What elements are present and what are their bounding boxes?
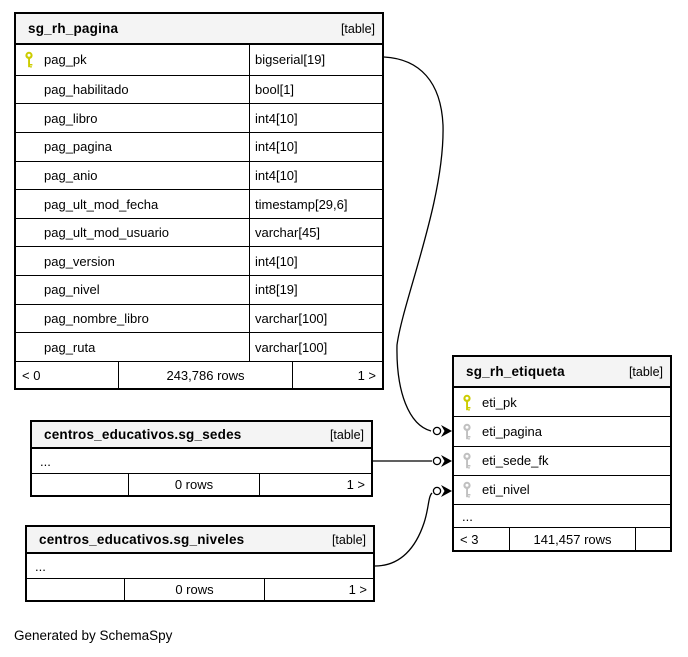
table-footer: 0 rows 1 > xyxy=(32,474,371,495)
table-header[interactable]: centros_educativos.sg_niveles [table] xyxy=(27,527,373,554)
collapsed-columns-row: ... xyxy=(27,554,373,579)
column-row[interactable]: pag_habilitado bool[1] xyxy=(16,75,382,105)
column-row[interactable]: pag_nombre_libro varchar[100] xyxy=(16,304,382,334)
column-name: pag_pk xyxy=(44,52,87,68)
footer-children-count xyxy=(32,474,128,495)
column-name: pag_nivel xyxy=(44,282,100,298)
column-type: varchar[100] xyxy=(249,304,382,333)
column-name: pag_nombre_libro xyxy=(44,311,149,327)
column-row[interactable]: eti_pk xyxy=(454,388,670,418)
column-name: eti_pk xyxy=(482,394,517,410)
column-name: pag_ult_mod_usuario xyxy=(44,225,170,241)
primary-key-icon xyxy=(463,394,471,411)
table-node-sg-niveles[interactable]: centros_educativos.sg_niveles [table] ..… xyxy=(25,525,375,602)
table-footer: < 0 243,786 rows 1 > xyxy=(16,362,382,389)
collapsed-columns-row: ... xyxy=(454,505,670,528)
footer-row-count: 0 rows xyxy=(124,579,264,600)
table-badge: [table] xyxy=(331,532,366,547)
primary-key-icon xyxy=(25,52,33,68)
footer-row-count: 141,457 rows xyxy=(509,528,635,550)
column-type: timestamp[29,6] xyxy=(249,190,382,218)
foreign-key-icon xyxy=(463,482,471,498)
zero-cardinality-circle xyxy=(432,456,442,466)
collapsed-columns-row: ... xyxy=(32,449,371,474)
column-type: int4[10] xyxy=(249,247,382,276)
table-title: sg_rh_etiqueta xyxy=(466,364,565,379)
column-row[interactable]: pag_ult_mod_usuario varchar[45] xyxy=(16,218,382,248)
column-type: int4[10] xyxy=(249,161,382,190)
zero-cardinality-circle xyxy=(432,426,442,436)
arrowhead xyxy=(441,455,452,467)
table-badge: [table] xyxy=(628,364,663,379)
column-name: pag_pagina xyxy=(44,139,112,155)
column-row[interactable]: pag_version int4[10] xyxy=(16,247,382,277)
column-name: pag_anio xyxy=(44,167,98,183)
table-header[interactable]: centros_educativos.sg_sedes [table] xyxy=(32,422,371,449)
table-footer: < 3 141,457 rows xyxy=(454,528,670,550)
column-name: pag_version xyxy=(44,253,115,269)
footer-parents-count: 1 > xyxy=(264,579,373,600)
relationship-line-niveles-to-eti-nivel xyxy=(374,492,433,567)
column-type: varchar[100] xyxy=(249,333,382,362)
table-node-sg-sedes[interactable]: centros_educativos.sg_sedes [table] ... … xyxy=(30,420,373,497)
footer-children-count: < 0 xyxy=(22,367,41,383)
column-type: bigserial[19] xyxy=(249,45,382,75)
column-row[interactable]: pag_libro int4[10] xyxy=(16,104,382,133)
column-row[interactable]: pag_ult_mod_fecha timestamp[29,6] xyxy=(16,190,382,219)
column-name: pag_habilitado xyxy=(44,81,129,97)
table-title: centros_educativos.sg_niveles xyxy=(39,532,245,547)
foreign-key-icon xyxy=(463,423,471,440)
generated-by-note: Generated by SchemaSpy xyxy=(14,628,173,643)
column-name: eti_pagina xyxy=(482,423,542,439)
column-name: eti_nivel xyxy=(482,482,530,498)
column-row[interactable]: pag_ruta varchar[100] xyxy=(16,333,382,363)
table-badge: [table] xyxy=(340,21,375,36)
footer-children-count: < 3 xyxy=(460,531,479,547)
table-node-sg-rh-pagina[interactable]: sg_rh_pagina [table] pag_pk bigserial[19… xyxy=(14,12,384,390)
column-row[interactable]: eti_pagina xyxy=(454,417,670,447)
table-badge: [table] xyxy=(329,427,364,442)
column-type: varchar[45] xyxy=(249,218,382,247)
column-row[interactable]: pag_pk bigserial[19] xyxy=(16,45,382,76)
table-title: sg_rh_pagina xyxy=(28,21,119,36)
column-row[interactable]: eti_sede_fk xyxy=(454,447,670,476)
table-header[interactable]: sg_rh_etiqueta [table] xyxy=(454,357,670,388)
footer-parents-count: 1 > xyxy=(259,474,371,495)
arrowhead xyxy=(441,425,452,437)
table-footer: 0 rows 1 > xyxy=(27,579,373,600)
relationship-line-pag-pk-to-eti-pagina xyxy=(383,56,444,432)
column-type: int4[10] xyxy=(249,104,382,132)
column-row[interactable]: pag_pagina int4[10] xyxy=(16,132,382,162)
column-type: int4[10] xyxy=(249,132,382,161)
footer-parents-count xyxy=(635,528,670,550)
footer-children-count xyxy=(27,579,124,600)
arrowhead xyxy=(441,485,452,497)
footer-row-count: 0 rows xyxy=(128,474,259,495)
column-row[interactable]: pag_anio int4[10] xyxy=(16,161,382,191)
table-node-sg-rh-etiqueta[interactable]: sg_rh_etiqueta [table] eti_pk xyxy=(452,355,672,552)
footer-parents-count: 1 > xyxy=(292,362,382,389)
column-type: int8[19] xyxy=(249,276,382,304)
column-row[interactable]: pag_nivel int8[19] xyxy=(16,276,382,305)
column-name: eti_sede_fk xyxy=(482,453,549,469)
column-name: pag_libro xyxy=(44,110,98,126)
column-name: pag_ult_mod_fecha xyxy=(44,196,159,212)
column-row[interactable]: eti_nivel xyxy=(454,476,670,505)
zero-cardinality-circle xyxy=(432,486,442,496)
foreign-key-icon xyxy=(463,452,471,469)
table-title: centros_educativos.sg_sedes xyxy=(44,427,242,442)
column-name: pag_ruta xyxy=(44,339,96,355)
table-header[interactable]: sg_rh_pagina [table] xyxy=(16,14,382,45)
footer-row-count: 243,786 rows xyxy=(118,362,292,389)
column-type: bool[1] xyxy=(249,75,382,104)
